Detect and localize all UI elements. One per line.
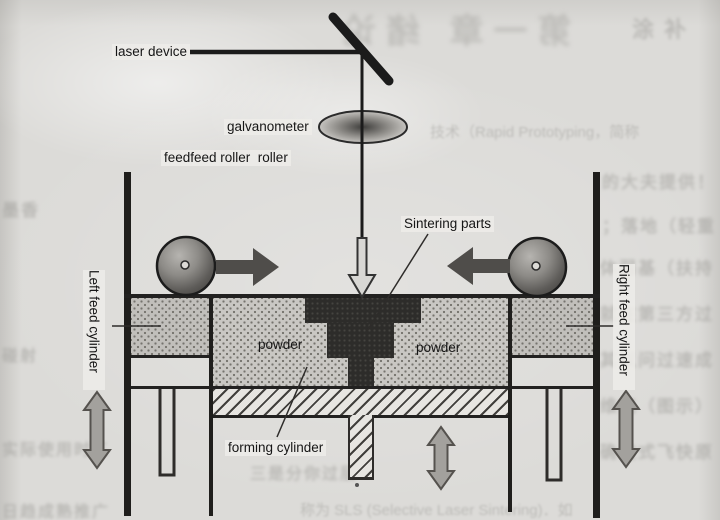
powder-bed-top-line bbox=[124, 294, 600, 298]
forming-piston-stem bbox=[348, 415, 374, 480]
showthrough-noise: 确定式飞快原 bbox=[600, 443, 714, 462]
showthrough-noise: 的大夫提供！ bbox=[602, 173, 716, 192]
left-feed-powder-block bbox=[131, 298, 209, 355]
forming-platform-bottom-right-line bbox=[374, 415, 508, 418]
showthrough-chapter-title: 第一章 绪论 bbox=[332, 13, 572, 51]
showthrough-noise: ；落地（轻重 bbox=[602, 217, 716, 236]
powder-label-right: powder bbox=[416, 340, 461, 355]
showthrough-noise: 墨香 bbox=[2, 201, 40, 220]
piston-base-line bbox=[131, 386, 593, 389]
showthrough-noise: 三是分你过层 bbox=[250, 466, 359, 483]
scan-speck bbox=[355, 483, 359, 487]
left-feed-cylinder-label: Left feed cylinder bbox=[83, 270, 105, 390]
right-inner-wall bbox=[508, 296, 512, 512]
left-inner-wall bbox=[209, 296, 213, 516]
showthrough-noise: 碰射 bbox=[2, 348, 39, 365]
sintered-part-tier-1 bbox=[305, 296, 421, 323]
left-feed-piston-top-line bbox=[131, 355, 209, 358]
forming-cylinder-label: forming cylinder bbox=[225, 440, 327, 456]
galvanometer-label: galvanometer bbox=[224, 119, 312, 135]
showthrough-noise: 涂 补 bbox=[632, 17, 689, 42]
sintered-part-tier-3 bbox=[348, 358, 374, 389]
forming-platform-bottom-left-line bbox=[213, 415, 348, 418]
showthrough-sls-text: 称为 SLS (Selective Laser Sintering)．如 bbox=[300, 502, 573, 519]
laser-device-label: laser device bbox=[112, 44, 191, 60]
showthrough-noise: 日趋成熟推广 bbox=[2, 504, 111, 520]
forming-platform bbox=[213, 389, 508, 416]
left-outer-wall bbox=[124, 172, 131, 516]
right-feed-piston-top-line bbox=[512, 355, 593, 358]
right-outer-wall bbox=[593, 172, 600, 518]
right-feed-powder-block bbox=[512, 298, 593, 355]
feed-roller-label: feedfeed roller roller bbox=[161, 150, 291, 166]
sintering-parts-label: Sintering parts bbox=[401, 216, 495, 232]
showthrough-noise: 维克（图示） bbox=[600, 397, 714, 416]
sintered-part-tier-2 bbox=[327, 323, 394, 358]
showthrough-noise: 实际使用时三 bbox=[2, 442, 111, 459]
right-feed-cylinder-label: Right feed cylinder bbox=[613, 264, 635, 390]
powder-label-left: powder bbox=[258, 337, 303, 352]
showthrough-rapid-prototyping-text: 技术（Rapid Prototyping，简称 bbox=[430, 124, 640, 141]
